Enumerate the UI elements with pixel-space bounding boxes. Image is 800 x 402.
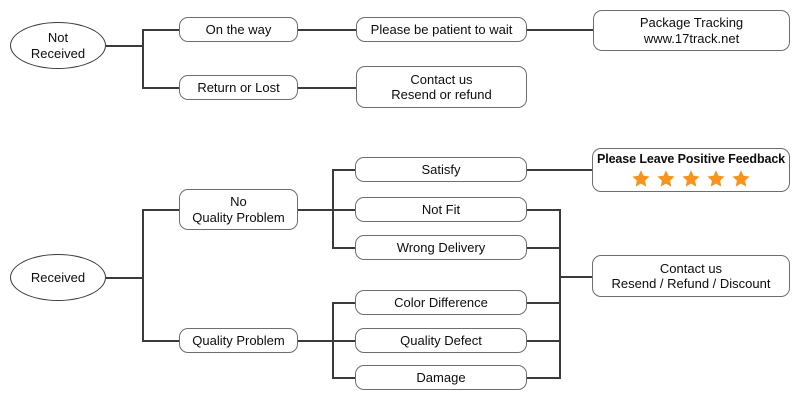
connector-qp-to-quality-defect [332, 340, 356, 342]
node-satisfy[interactable]: Satisfy [355, 157, 527, 182]
node-damage[interactable]: Damage [355, 365, 527, 390]
node-not-fit-label: Not Fit [421, 201, 461, 217]
node-wrong-delivery-label: Wrong Delivery [396, 239, 486, 255]
node-return-or-lost[interactable]: Return or Lost [179, 75, 298, 100]
node-satisfy-label: Satisfy [421, 161, 461, 177]
node-not-received-label: Not Received [30, 30, 86, 61]
node-quality-defect-label: Quality Defect [400, 332, 482, 348]
connector-nqp-to-satisfy [332, 169, 356, 171]
node-on-the-way[interactable]: On the way [179, 17, 298, 42]
node-quality-problem[interactable]: Quality Problem [179, 328, 298, 353]
connector-to-quality-problem [142, 340, 180, 342]
feedback-title-label: Please Leave Positive Feedback [596, 151, 786, 166]
connector-to-return-or-lost [142, 87, 180, 89]
node-damage-label: Damage [416, 369, 466, 385]
connector-nqp-fan [332, 169, 334, 248]
star-icon[interactable] [731, 169, 751, 188]
node-not-fit[interactable]: Not Fit [355, 197, 527, 222]
node-on-the-way-label: On the way [205, 21, 272, 37]
node-please-be-patient-label: Please be patient to wait [370, 21, 513, 37]
node-color-difference-label: Color Difference [394, 294, 488, 310]
connector-nqp-to-wrong-delivery [332, 247, 356, 249]
connector-qp-to-color-difference [332, 302, 356, 304]
rating-stars[interactable] [631, 169, 751, 188]
node-positive-feedback[interactable]: Please Leave Positive Feedback [592, 148, 790, 192]
star-icon[interactable] [681, 169, 701, 188]
node-no-quality-problem-label: No Quality Problem [192, 194, 285, 225]
node-color-difference[interactable]: Color Difference [355, 290, 527, 315]
connector-merge-bar [559, 209, 561, 379]
connector-not-fit-to-merge [527, 209, 561, 211]
connector-return-to-contact [298, 87, 357, 89]
node-package-tracking-label: Package Tracking www.17track.net [639, 15, 744, 46]
connector-nqp-to-not-fit [332, 209, 356, 211]
node-contact-us-resend-refund-label: Contact us Resend or refund [391, 71, 492, 102]
star-icon[interactable] [656, 169, 676, 188]
node-contact-us-resend-refund[interactable]: Contact us Resend or refund [356, 66, 527, 108]
connector-on-the-way-to-patient [298, 29, 357, 31]
node-received[interactable]: Received [10, 254, 106, 301]
node-quality-problem-label: Quality Problem [192, 332, 285, 348]
node-package-tracking[interactable]: Package Tracking www.17track.net [593, 10, 790, 51]
connector-received-split [142, 209, 144, 341]
connector-damage-to-merge [527, 377, 561, 379]
node-wrong-delivery[interactable]: Wrong Delivery [355, 235, 527, 260]
connector-not-received-split [142, 29, 144, 88]
connector-to-on-the-way [142, 29, 180, 31]
connector-color-difference-to-merge [527, 302, 561, 304]
node-no-quality-problem[interactable]: No Quality Problem [179, 189, 298, 230]
node-quality-defect[interactable]: Quality Defect [355, 328, 527, 353]
node-received-label: Received [30, 269, 86, 285]
connector-qp-stem [298, 340, 333, 342]
connector-quality-defect-to-merge [527, 340, 561, 342]
connector-satisfy-to-feedback [527, 169, 593, 171]
connector-nqp-stem [298, 209, 333, 211]
node-contact-us-resend-refund-discount[interactable]: Contact us Resend / Refund / Discount [592, 255, 790, 297]
connector-merge-to-contact [559, 276, 593, 278]
connector-not-received-stem [106, 45, 143, 47]
connector-to-no-quality-problem [142, 209, 180, 211]
connector-qp-to-damage [332, 377, 356, 379]
feedback-inner: Please Leave Positive Feedback [593, 152, 789, 189]
connector-received-stem [106, 277, 143, 279]
node-not-received[interactable]: Not Received [10, 22, 106, 69]
connector-wrong-delivery-to-merge [527, 247, 561, 249]
node-contact-us-resend-refund-discount-label: Contact us Resend / Refund / Discount [611, 260, 771, 291]
connector-patient-to-tracking [527, 29, 594, 31]
star-icon[interactable] [631, 169, 651, 188]
node-return-or-lost-label: Return or Lost [197, 79, 280, 95]
star-icon[interactable] [706, 169, 726, 188]
node-please-be-patient[interactable]: Please be patient to wait [356, 17, 527, 42]
